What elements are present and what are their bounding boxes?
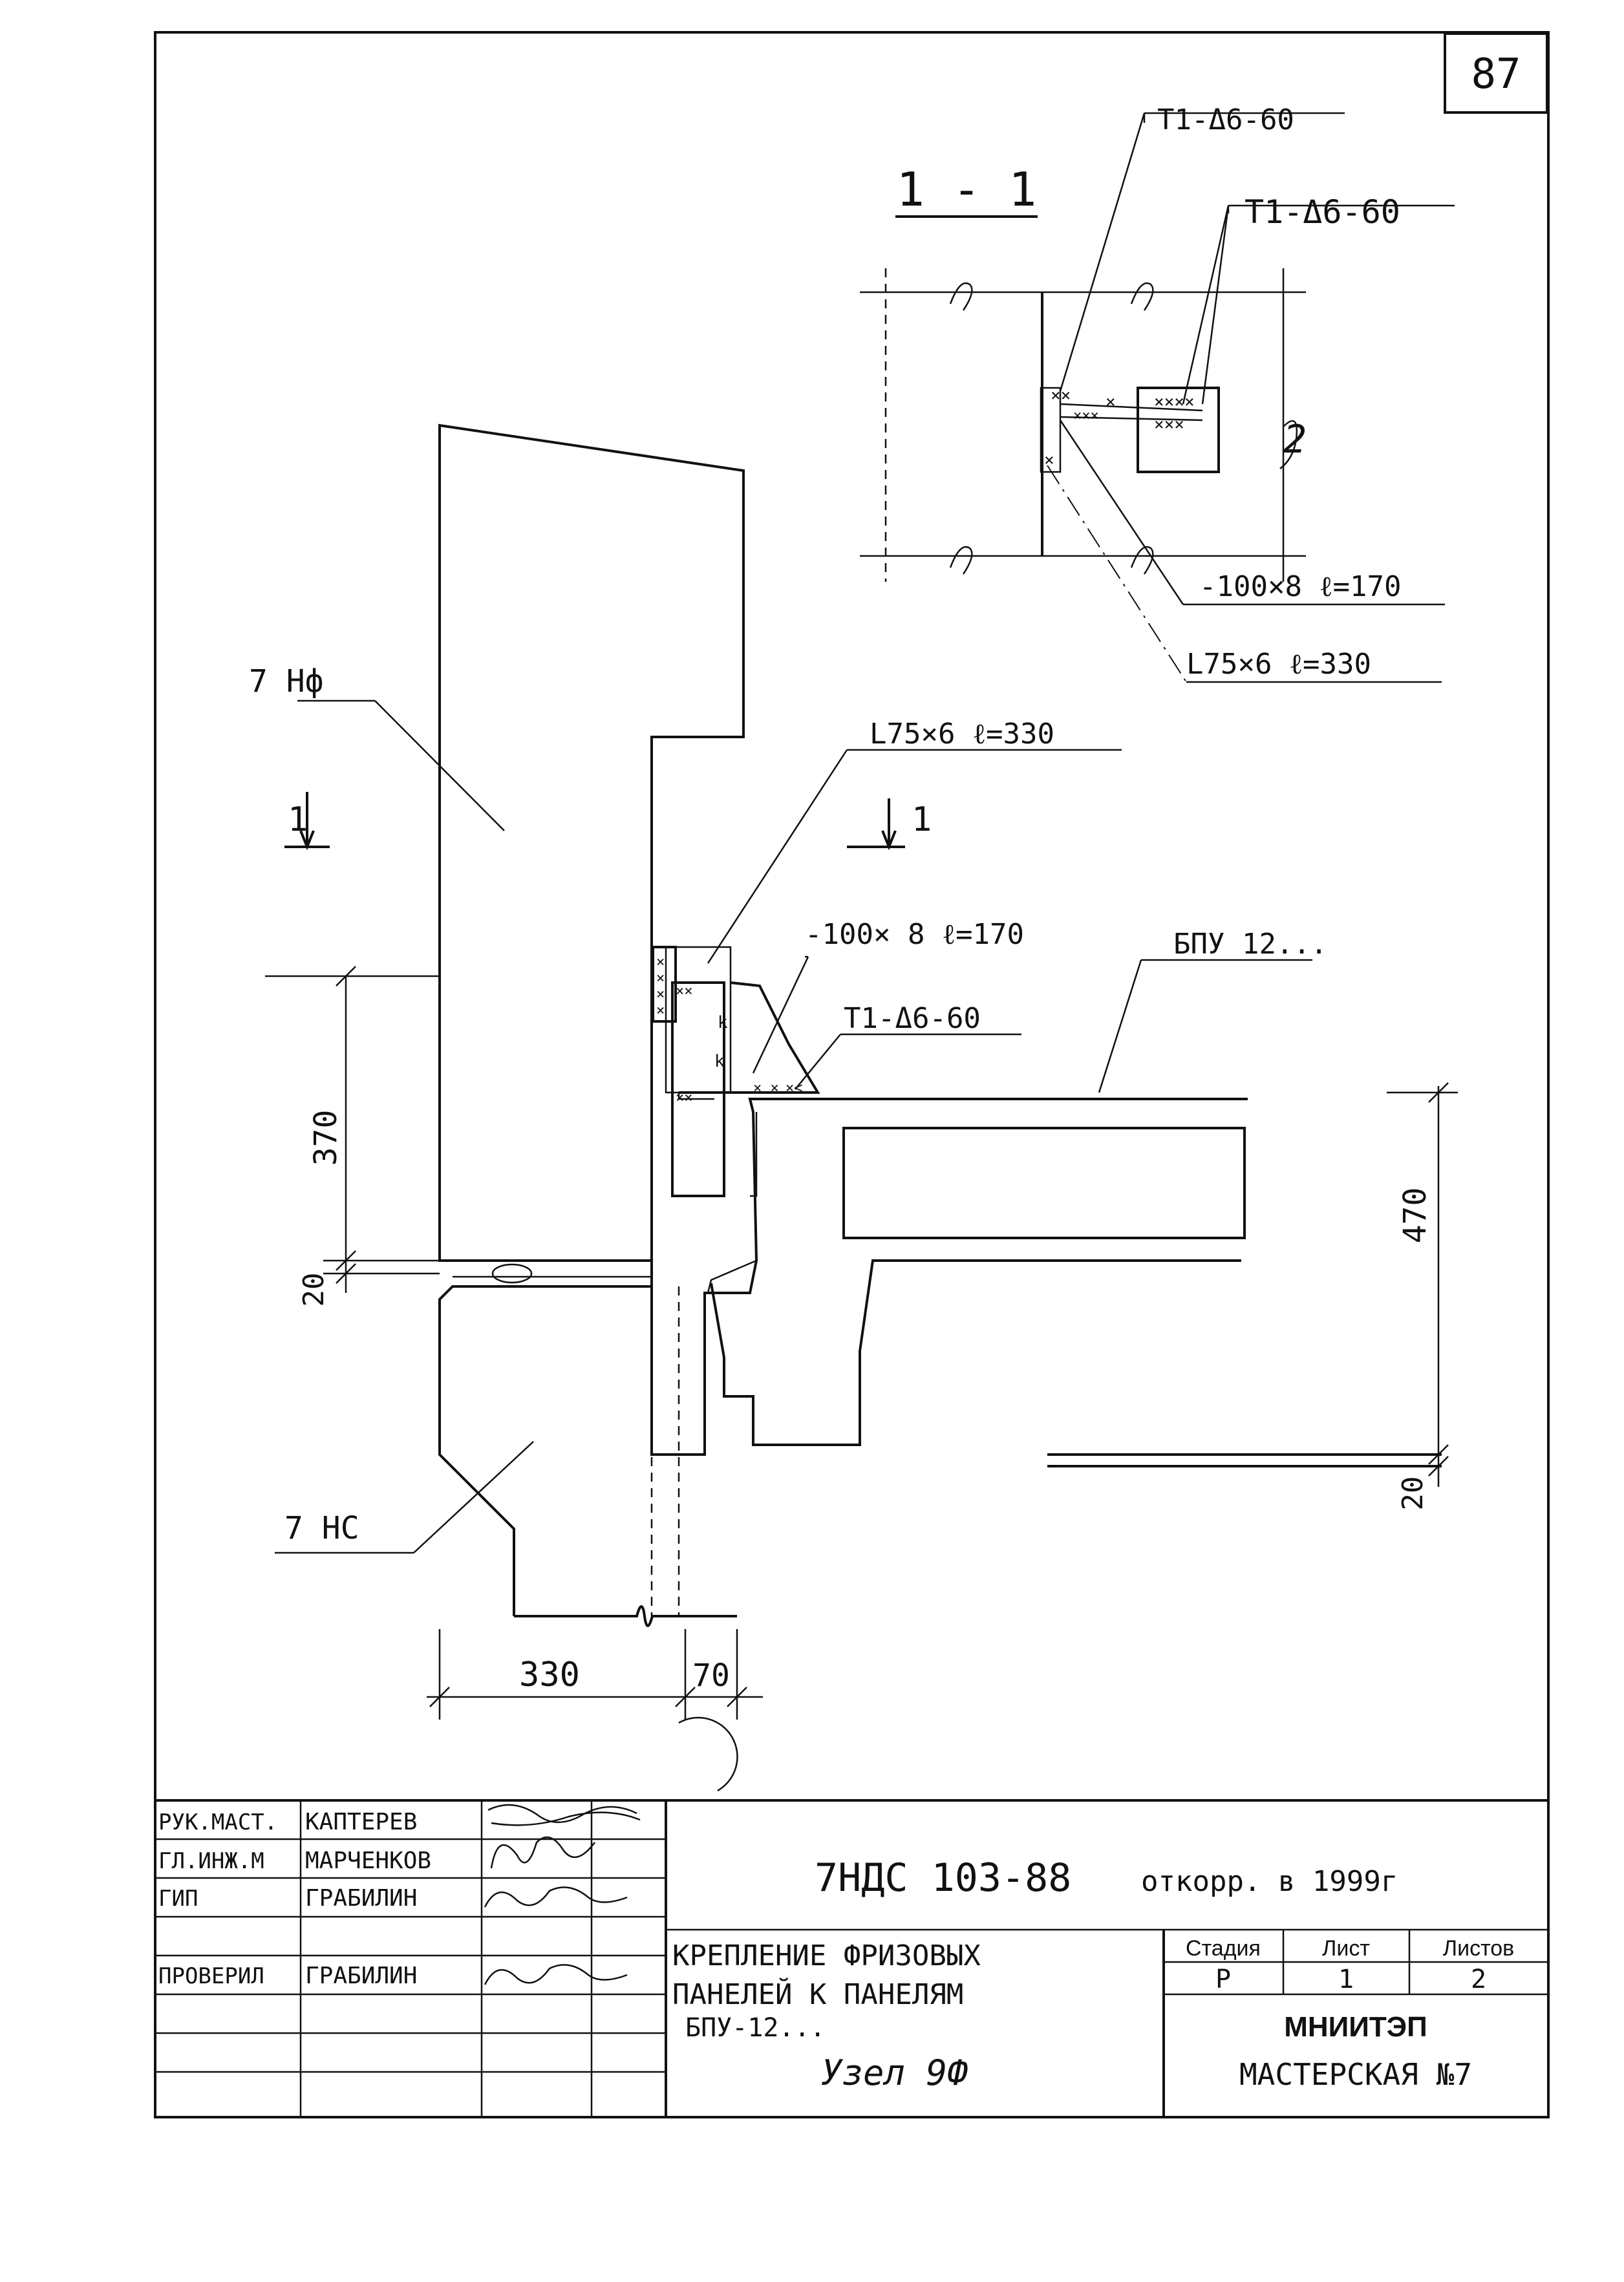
signature-1 bbox=[487, 1804, 641, 1826]
svg-text:×: × bbox=[656, 986, 665, 1003]
svg-text:k: k bbox=[714, 1052, 725, 1071]
role-cell: РУК.МАСТ. bbox=[158, 1809, 277, 1835]
section-1-1-view: ×× × ×××× ××× ××× × bbox=[860, 112, 1455, 683]
revision-note: откорр. в 1999г bbox=[1141, 1865, 1398, 1898]
title-block bbox=[155, 1799, 1548, 2117]
page-number: 87 bbox=[1471, 50, 1521, 98]
svg-text:×: × bbox=[1044, 451, 1054, 470]
sheet-value: 1 bbox=[1338, 1965, 1354, 1994]
drawing-title-line2: ПАНЕЛЕЙ К ПАНЕЛЯМ bbox=[672, 1977, 963, 2011]
svg-text:×: × bbox=[656, 970, 665, 986]
drawing-title-line3: БПУ-12... bbox=[685, 2013, 826, 2043]
section-mark-left-label: 1 bbox=[288, 800, 308, 839]
dim-370: 370 bbox=[308, 1110, 344, 1166]
drawing-title-line4: Узел 9Ф bbox=[821, 2053, 968, 2093]
svg-text:×××: ××× bbox=[1154, 415, 1184, 434]
signature-2 bbox=[490, 1836, 595, 1869]
section-hatch-note: 2 bbox=[1283, 417, 1307, 462]
svg-text:× ×: × × bbox=[753, 1080, 779, 1096]
elevation-plate-callout: -100× 8 ℓ=170 bbox=[805, 918, 1024, 951]
name-cell: МАРЧЕНКОВ bbox=[305, 1848, 431, 1874]
role-cell: ГЛ.ИНЖ.М bbox=[158, 1848, 264, 1874]
sheet-frame bbox=[154, 31, 1550, 2118]
document-code: 7НДС 103-88 bbox=[815, 1855, 1071, 1901]
svg-text:k: k bbox=[718, 1013, 728, 1032]
svg-text:×: × bbox=[1106, 392, 1116, 412]
sheets-value: 2 bbox=[1471, 1965, 1486, 1994]
svg-text:×: × bbox=[656, 1003, 665, 1019]
signature-4 bbox=[484, 1964, 628, 1985]
role-cell: ГИП bbox=[158, 1886, 198, 1912]
sheets-header: Листов bbox=[1443, 1936, 1514, 1961]
signatures bbox=[484, 1804, 641, 1985]
drawing-title-line1: КРЕПЛЕНИЕ ФРИЗОВЫХ bbox=[672, 1939, 981, 1972]
stage-value: Р bbox=[1215, 1965, 1231, 1994]
wall-panel-7nc bbox=[275, 1263, 737, 1627]
section-mark-right-label: 1 bbox=[912, 800, 932, 839]
dim-470: 470 bbox=[1397, 1188, 1433, 1244]
svg-text:××: ×× bbox=[676, 983, 693, 999]
label-frieze-panel: 7 Нф bbox=[249, 663, 324, 699]
name-cell: ГРАБИЛИН bbox=[305, 1885, 417, 1912]
title-block-roles: РУК.МАСТ. ГЛ.ИНЖ.М ГИП ПРОВЕРИЛ bbox=[158, 1809, 277, 1989]
organization: МНИИТЭП bbox=[1284, 2011, 1427, 2043]
svg-text:××: ×× bbox=[676, 1090, 693, 1106]
dimension-lines bbox=[265, 966, 1458, 1792]
sheet-header: Лист bbox=[1322, 1936, 1370, 1961]
stage-header: Стадия bbox=[1186, 1936, 1261, 1961]
section-weld-callout-1: T1-Δ6-60 bbox=[1157, 103, 1294, 136]
workshop: МАСТЕРСКАЯ №7 bbox=[1239, 2057, 1472, 2092]
frieze-panel-7nf bbox=[297, 423, 745, 1262]
section-angle-callout: L75×6 ℓ=330 bbox=[1186, 648, 1371, 681]
elevation-weld-callout: T1-Δ6-60 bbox=[844, 1002, 981, 1035]
dim-20-left: 20 bbox=[297, 1273, 330, 1307]
section-weld-callout-2: T1-Δ6-60 bbox=[1245, 193, 1400, 231]
svg-text:×××: ××× bbox=[1073, 408, 1099, 424]
dim-330: 330 bbox=[519, 1656, 580, 1694]
name-cell: КАПТЕРЕВ bbox=[305, 1809, 417, 1835]
slab-bpu12 bbox=[650, 737, 1442, 1467]
section-plate-callout: -100×8 ℓ=170 bbox=[1199, 570, 1401, 603]
label-slab: БПУ 12... bbox=[1173, 928, 1327, 961]
section-mark-left bbox=[284, 792, 330, 851]
steel-angle-and-plate: × × × × ×× ×× k k × × ×< bbox=[652, 749, 1122, 1197]
label-wall-panel: 7 НС bbox=[284, 1510, 359, 1546]
elevation-angle-callout: L75×6 ℓ=330 bbox=[870, 718, 1054, 751]
role-cell: ПРОВЕРИЛ bbox=[158, 1963, 264, 1989]
section-title: 1 - 1 bbox=[897, 162, 1037, 217]
signature-3 bbox=[484, 1886, 628, 1908]
dim-70: 70 bbox=[692, 1658, 730, 1694]
svg-text:×: × bbox=[656, 954, 665, 970]
title-block-names: КАПТЕРЕВ МАРЧЕНКОВ ГРАБИЛИН ГРАБИЛИН bbox=[305, 1809, 431, 1989]
name-cell: ГРАБИЛИН bbox=[305, 1963, 417, 1989]
dim-20-right: 20 bbox=[1396, 1477, 1429, 1511]
svg-text:××××: ×××× bbox=[1154, 392, 1195, 412]
section-mark-right bbox=[847, 798, 905, 851]
